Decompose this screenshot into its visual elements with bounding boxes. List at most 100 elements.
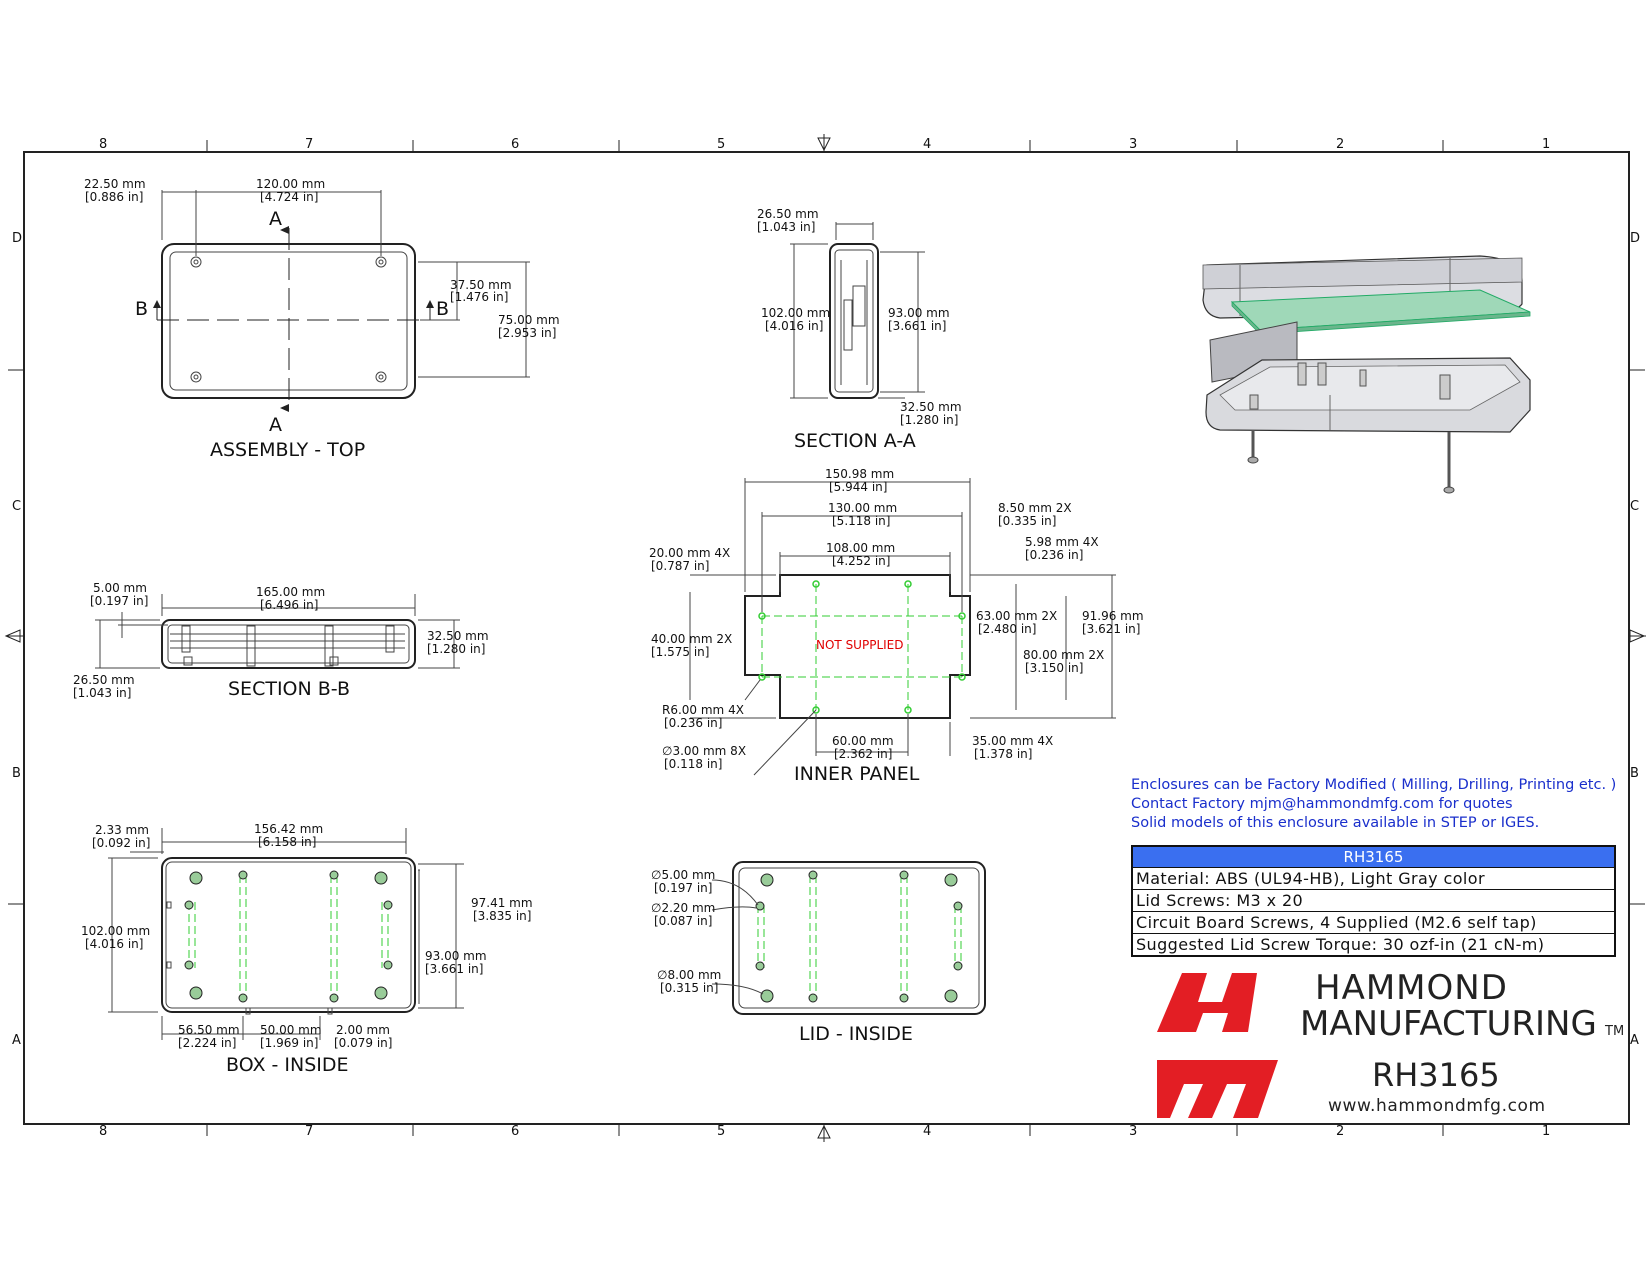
part-number: RH3165 <box>1372 1056 1500 1094</box>
dim-in: [0.197 in] <box>654 881 712 895</box>
dim-in: [0.315 in] <box>660 981 718 995</box>
zone-row-label: B <box>12 766 21 781</box>
dim-mm: 50.00 mm <box>260 1023 322 1037</box>
dim-mm: 60.00 mm <box>832 734 894 748</box>
dim-mm: ∅8.00 mm <box>657 968 721 982</box>
zone-col-label: 7 <box>305 1124 313 1139</box>
dim-mm: 37.50 mm <box>450 278 512 292</box>
dim-in: [0.886 in] <box>85 190 143 204</box>
dim-mm: 22.50 mm <box>84 177 146 191</box>
dim-mm: 108.00 mm <box>826 541 895 555</box>
dim-in: [0.787 in] <box>651 559 709 573</box>
brand-name-line1: HAMMOND <box>1315 968 1508 1008</box>
factory-notes: Enclosures can be Factory Modified ( Mil… <box>1131 776 1631 833</box>
zone-col-label: 8 <box>99 1124 107 1139</box>
dim-in: [4.724 in] <box>260 190 318 204</box>
dim-mm: 93.00 mm <box>425 949 487 963</box>
view-title: INNER PANEL <box>794 763 920 785</box>
dim-in: [5.118 in] <box>832 514 890 528</box>
zone-row-label: D <box>12 231 22 246</box>
dim-mm: ∅2.20 mm <box>651 901 715 915</box>
dim-mm: 97.41 mm <box>471 896 533 910</box>
dim-in: [0.118 in] <box>664 757 722 771</box>
dim-in: [3.835 in] <box>473 909 531 923</box>
section-mark: B <box>436 298 449 320</box>
zone-col-label: 7 <box>305 137 313 152</box>
dim-in: [4.016 in] <box>85 937 143 951</box>
note-line: Solid models of this enclosure available… <box>1131 815 1540 831</box>
zone-row-label: C <box>1630 499 1639 514</box>
section-bb-view <box>95 594 460 669</box>
spec-row-pcb-screws: Circuit Board Screws, 4 Supplied (M2.6 s… <box>1133 911 1614 933</box>
dim-in: [1.043 in] <box>757 220 815 234</box>
dim-mm: 102.00 mm <box>761 306 830 320</box>
dim-mm: 32.50 mm <box>427 629 489 643</box>
dim-mm: 5.00 mm <box>93 581 147 595</box>
dim-in: [1.969 in] <box>260 1036 318 1050</box>
dim-in: [5.944 in] <box>829 480 887 494</box>
dim-in: [2.480 in] <box>978 622 1036 636</box>
section-mark: B <box>135 298 148 320</box>
dim-mm: 20.00 mm 4X <box>649 546 730 560</box>
dim-in: [1.575 in] <box>651 645 709 659</box>
title-block: HAMMOND MANUFACTURING TM RH3165 www.hamm… <box>1160 968 1630 1120</box>
dim-mm: 40.00 mm 2X <box>651 632 732 646</box>
assembly-top-view <box>153 190 530 412</box>
note-line: Enclosures can be Factory Modified ( Mil… <box>1131 777 1617 793</box>
dim-in: [2.224 in] <box>178 1036 236 1050</box>
brand-name-line2: MANUFACTURING <box>1300 1004 1597 1044</box>
dim-in: [2.953 in] <box>498 326 556 340</box>
dim-in: [0.087 in] <box>654 914 712 928</box>
zone-col-label: 3 <box>1129 1124 1137 1139</box>
dim-in: [4.252 in] <box>832 554 890 568</box>
dim-mm: 56.50 mm <box>178 1023 240 1037</box>
inner-panel-view <box>689 478 1116 776</box>
not-supplied-note: NOT SUPPLIED <box>816 638 904 652</box>
dim-in: [1.378 in] <box>974 747 1032 761</box>
dim-in: [3.661 in] <box>425 962 483 976</box>
dim-in: [1.476 in] <box>450 290 508 304</box>
dim-mm: 93.00 mm <box>888 306 950 320</box>
exploded-isometric-view <box>1202 255 1531 494</box>
view-title: SECTION B-B <box>228 678 350 700</box>
spec-row-material: Material: ABS (UL94-HB), Light Gray colo… <box>1133 867 1614 889</box>
zone-labels: 8 7 6 5 4 3 2 1 8 7 6 5 4 3 2 1 D C B A … <box>12 137 1640 1139</box>
dim-mm: ∅3.00 mm 8X <box>662 744 746 758</box>
dim-in: [3.621 in] <box>1082 622 1140 636</box>
dim-mm: 35.00 mm 4X <box>972 734 1053 748</box>
dim-mm: 26.50 mm <box>73 673 135 687</box>
dim-mm: 26.50 mm <box>757 207 819 221</box>
zone-ticks <box>4 134 1646 1142</box>
dim-in: [0.236 in] <box>664 716 722 730</box>
dim-mm: 150.98 mm <box>825 467 894 481</box>
view-title: LID - INSIDE <box>799 1023 913 1045</box>
website-link[interactable]: www.hammondmfg.com <box>1328 1096 1546 1116</box>
dim-in: [0.092 in] <box>92 836 150 850</box>
view-title: BOX - INSIDE <box>226 1054 349 1076</box>
zone-col-label: 4 <box>923 1124 931 1139</box>
dim-in: [0.335 in] <box>998 514 1056 528</box>
view-title: SECTION A-A <box>794 430 916 452</box>
zone-row-label: A <box>1630 1033 1639 1048</box>
view-title: ASSEMBLY - TOP <box>210 439 365 461</box>
zone-col-label: 3 <box>1129 137 1137 152</box>
section-mark: A <box>269 208 282 230</box>
dim-in: [1.043 in] <box>73 686 131 700</box>
dim-mm: 165.00 mm <box>256 585 325 599</box>
dim-in: [0.079 in] <box>334 1036 392 1050</box>
box-inside-view <box>108 828 464 1040</box>
zone-row-label: C <box>12 499 21 514</box>
dim-in: [3.150 in] <box>1025 661 1083 675</box>
dim-mm: 156.42 mm <box>254 822 323 836</box>
drawing-border <box>23 151 1630 1125</box>
spec-row-lid-screws: Lid Screws: M3 x 20 <box>1133 889 1614 911</box>
dim-in: [4.016 in] <box>765 319 823 333</box>
dim-mm: 2.00 mm <box>336 1023 390 1037</box>
zone-col-label: 4 <box>923 137 931 152</box>
spec-row-torque: Suggested Lid Screw Torque: 30 ozf-in (2… <box>1133 933 1614 955</box>
dim-mm: 102.00 mm <box>81 924 150 938</box>
hammond-logo-icon <box>1157 973 1278 1118</box>
zone-col-label: 1 <box>1542 137 1550 152</box>
dim-mm: 130.00 mm <box>828 501 897 515</box>
